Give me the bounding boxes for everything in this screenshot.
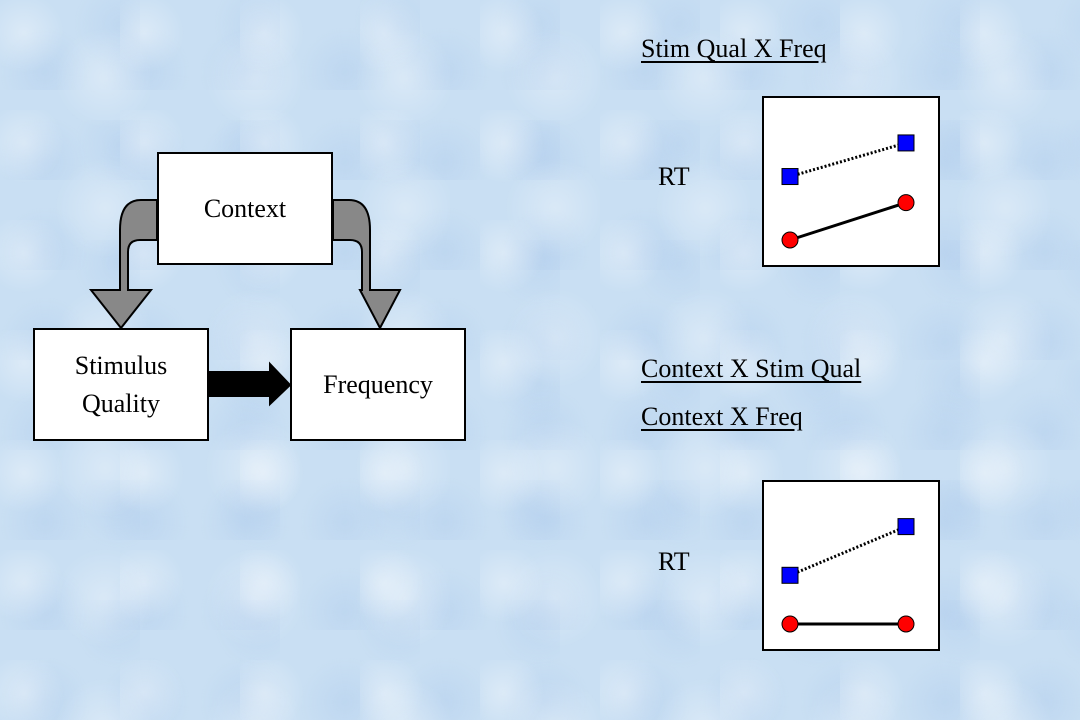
plot2-series2-point2 (897, 615, 915, 633)
plot2-series1-line (789, 525, 907, 577)
plot1-series1-line (789, 141, 907, 178)
plot2-heading-2: Context X Freq (641, 402, 803, 431)
context-box: Context (157, 152, 333, 265)
stimulus-quality-box: Stimulus Quality (33, 328, 209, 441)
context-label: Context (203, 193, 287, 223)
plot2-series1-point1 (781, 566, 799, 584)
stimulus-label-line1: Stimulus (74, 350, 168, 380)
plot1-series2-point2 (897, 194, 915, 212)
frequency-label: Frequency (323, 369, 433, 399)
plot2-series1-point2 (897, 518, 915, 536)
plot1-ylabel: RT (658, 162, 690, 191)
plot1-heading: Stim Qual X Freq (641, 34, 827, 63)
plot1-series1-point1 (781, 168, 799, 186)
stimulus-to-frequency-arrow (208, 361, 292, 407)
plot2-heading-1: Context X Stim Qual (641, 354, 862, 383)
plot1-series2-point1 (781, 231, 799, 249)
context-to-stimulus-arrow (88, 199, 158, 330)
plot2-series2-point1 (781, 615, 799, 633)
frequency-box: Frequency (290, 328, 466, 441)
plot1-series1-point2 (897, 134, 915, 152)
context-to-frequency-arrow (332, 199, 402, 331)
stimulus-label-line2: Quality (81, 388, 160, 418)
plot1-series2-line (789, 201, 907, 242)
plot2-ylabel: RT (658, 547, 690, 576)
